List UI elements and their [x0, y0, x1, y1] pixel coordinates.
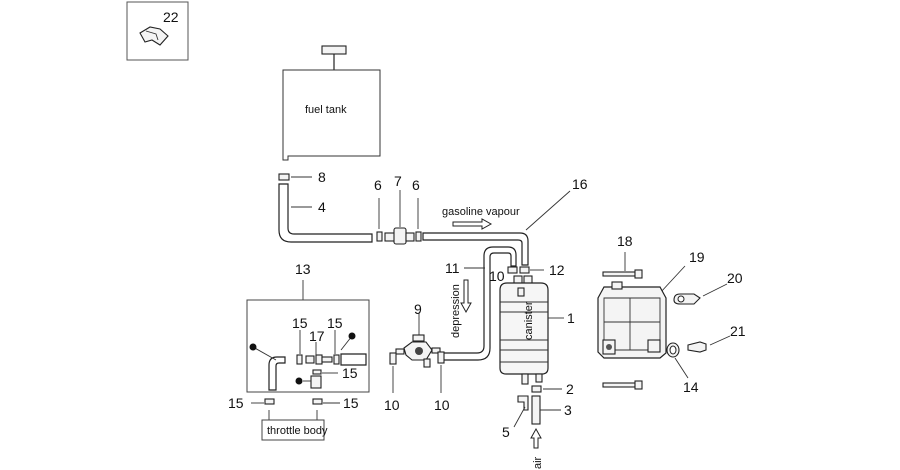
throttle-group-13: 13 15 17 15 15 15 15 throttle bo: [228, 261, 370, 441]
label-15-e: 15: [343, 395, 359, 411]
label-2: 2: [566, 381, 574, 397]
label-22: 22: [163, 9, 179, 25]
label-10-right: 10: [434, 397, 450, 413]
throttle-body-label: throttle body: [267, 425, 328, 437]
label-15-c: 15: [342, 365, 358, 381]
depression-label: depression: [450, 284, 462, 338]
valve-7: 6 7 6: [374, 173, 422, 245]
part-20: 20: [673, 270, 743, 305]
label-18: 18: [617, 233, 633, 249]
label-7: 7: [394, 173, 402, 189]
label-16: 16: [572, 176, 588, 192]
label-9: 9: [414, 301, 422, 317]
label-11: 11: [445, 260, 460, 276]
label-6-right: 6: [412, 177, 420, 193]
hose-16: 16 gasoline vapour: [422, 176, 588, 266]
label-6-left: 6: [374, 177, 382, 193]
bolt-18: 18: [602, 233, 643, 279]
label-14: 14: [683, 379, 699, 395]
parts-21-14: 21 14: [666, 323, 746, 395]
label-15-d: 15: [228, 395, 244, 411]
parts-2-3-5: 2 3 5 air: [502, 381, 574, 469]
label-1: 1: [567, 310, 575, 326]
label-13: 13: [295, 261, 311, 277]
label-21: 21: [730, 323, 746, 339]
label-12: 12: [549, 262, 565, 278]
label-10-top: 10: [489, 268, 505, 284]
bolt-lower: [602, 380, 643, 390]
clamps-10-lower: 10 10: [384, 351, 450, 413]
label-4: 4: [318, 199, 326, 215]
valve-9: 9: [395, 301, 441, 368]
gasoline-vapour-label: gasoline vapour: [442, 206, 520, 218]
bracket-19: 19: [597, 249, 705, 359]
label-15-a: 15: [292, 315, 308, 331]
label-19: 19: [689, 249, 705, 265]
hose-4: 8 4: [278, 169, 373, 243]
label-10-left: 10: [384, 397, 400, 413]
fuel-tank: fuel tank: [282, 45, 381, 161]
air-label: air: [532, 456, 544, 469]
clamps-10-12: 10 12: [489, 262, 565, 284]
label-5: 5: [502, 424, 510, 440]
label-8: 8: [318, 169, 326, 185]
hose-11: 11 depression: [439, 246, 517, 361]
label-20: 20: [727, 270, 743, 286]
label-17: 17: [309, 328, 325, 344]
label-3: 3: [564, 402, 572, 418]
clip-inset: 22: [126, 1, 189, 61]
label-15-b: 15: [327, 315, 343, 331]
canister-1: canister 1: [499, 275, 575, 385]
fuel-tank-label: fuel tank: [305, 104, 347, 116]
canister-label: canister: [523, 301, 535, 340]
